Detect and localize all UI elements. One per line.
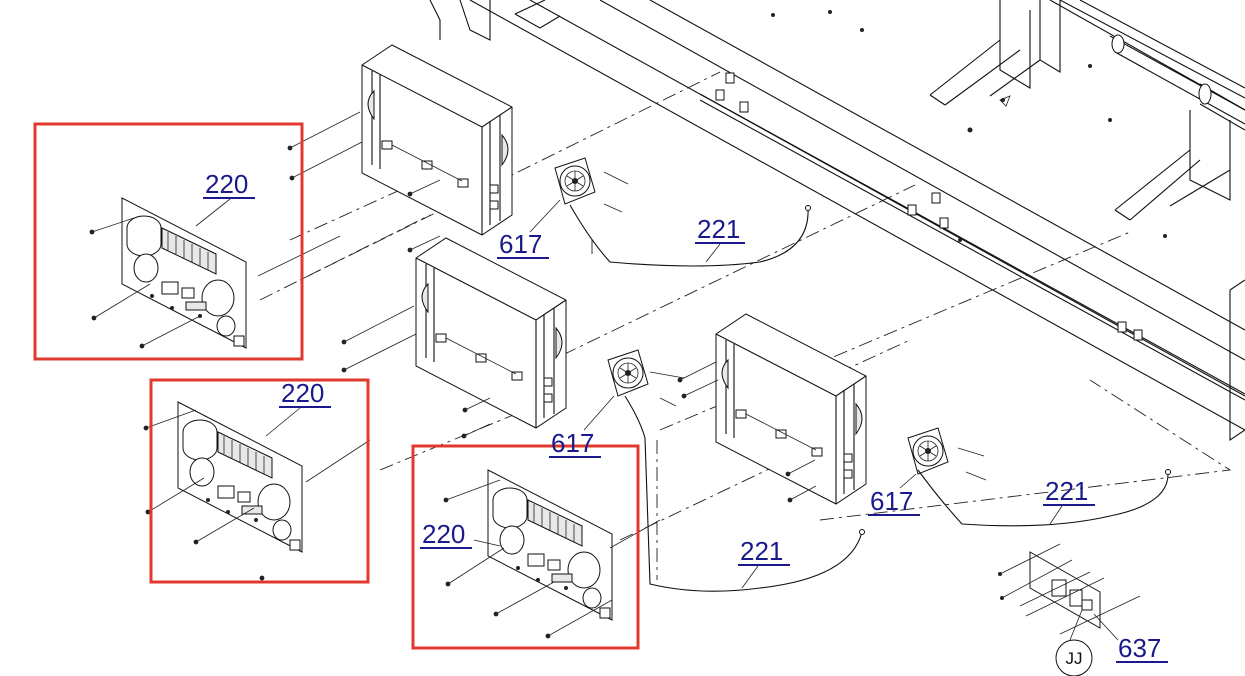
pcb-screws — [89, 215, 661, 639]
rail-bracket-clips — [715, 72, 1143, 341]
power-supply-board — [121, 197, 247, 349]
power-supply-board — [177, 401, 303, 553]
callout-label[interactable]: 220 — [205, 169, 248, 199]
relay-board-assembly — [998, 543, 1141, 641]
highlight-box — [411, 444, 640, 650]
electronics-chassis — [415, 237, 567, 429]
callout-label[interactable]: 617 — [870, 486, 913, 516]
part-callout-617[interactable]: 617 — [868, 473, 920, 516]
callout-label[interactable]: 220 — [281, 378, 324, 408]
part-callout-220[interactable]: 220 — [420, 519, 501, 549]
mounting-screws — [287, 111, 987, 503]
callout-label[interactable]: 221 — [1045, 476, 1088, 506]
part-callout-617[interactable]: 617 — [549, 395, 615, 458]
callout-label[interactable]: 221 — [740, 536, 783, 566]
power-supply-board — [487, 469, 613, 621]
printer-frame-assembly — [429, 0, 1245, 442]
cooling-fan — [907, 427, 949, 475]
part-callout-617[interactable]: 617 — [497, 199, 561, 259]
part-callout-637[interactable]: 637 — [1116, 633, 1168, 663]
callout-label[interactable]: 617 — [499, 229, 542, 259]
part-callout-221[interactable]: 221 — [738, 536, 790, 589]
part-callout-220[interactable]: 220 — [195, 169, 255, 227]
callout-label[interactable]: 221 — [697, 214, 740, 244]
cooling-fan — [554, 157, 596, 205]
electronics-chassis — [361, 44, 513, 236]
highlight-box — [149, 378, 370, 584]
callout-label[interactable]: 220 — [422, 519, 465, 549]
part-callout-221[interactable]: 221 — [695, 214, 745, 263]
detail-reference-jj: JJ — [1055, 639, 1093, 676]
detail-reference-label: JJ — [1066, 649, 1083, 668]
part-callout-220[interactable]: 220 — [265, 378, 331, 437]
callout-label[interactable]: 617 — [551, 428, 594, 458]
callout-label[interactable]: 637 — [1118, 633, 1161, 663]
highlight-box — [33, 122, 304, 361]
cooling-fan — [607, 349, 649, 397]
part-callout-221[interactable]: 221 — [1043, 476, 1095, 525]
electronics-chassis — [715, 313, 867, 505]
fan-cables — [569, 204, 1171, 592]
